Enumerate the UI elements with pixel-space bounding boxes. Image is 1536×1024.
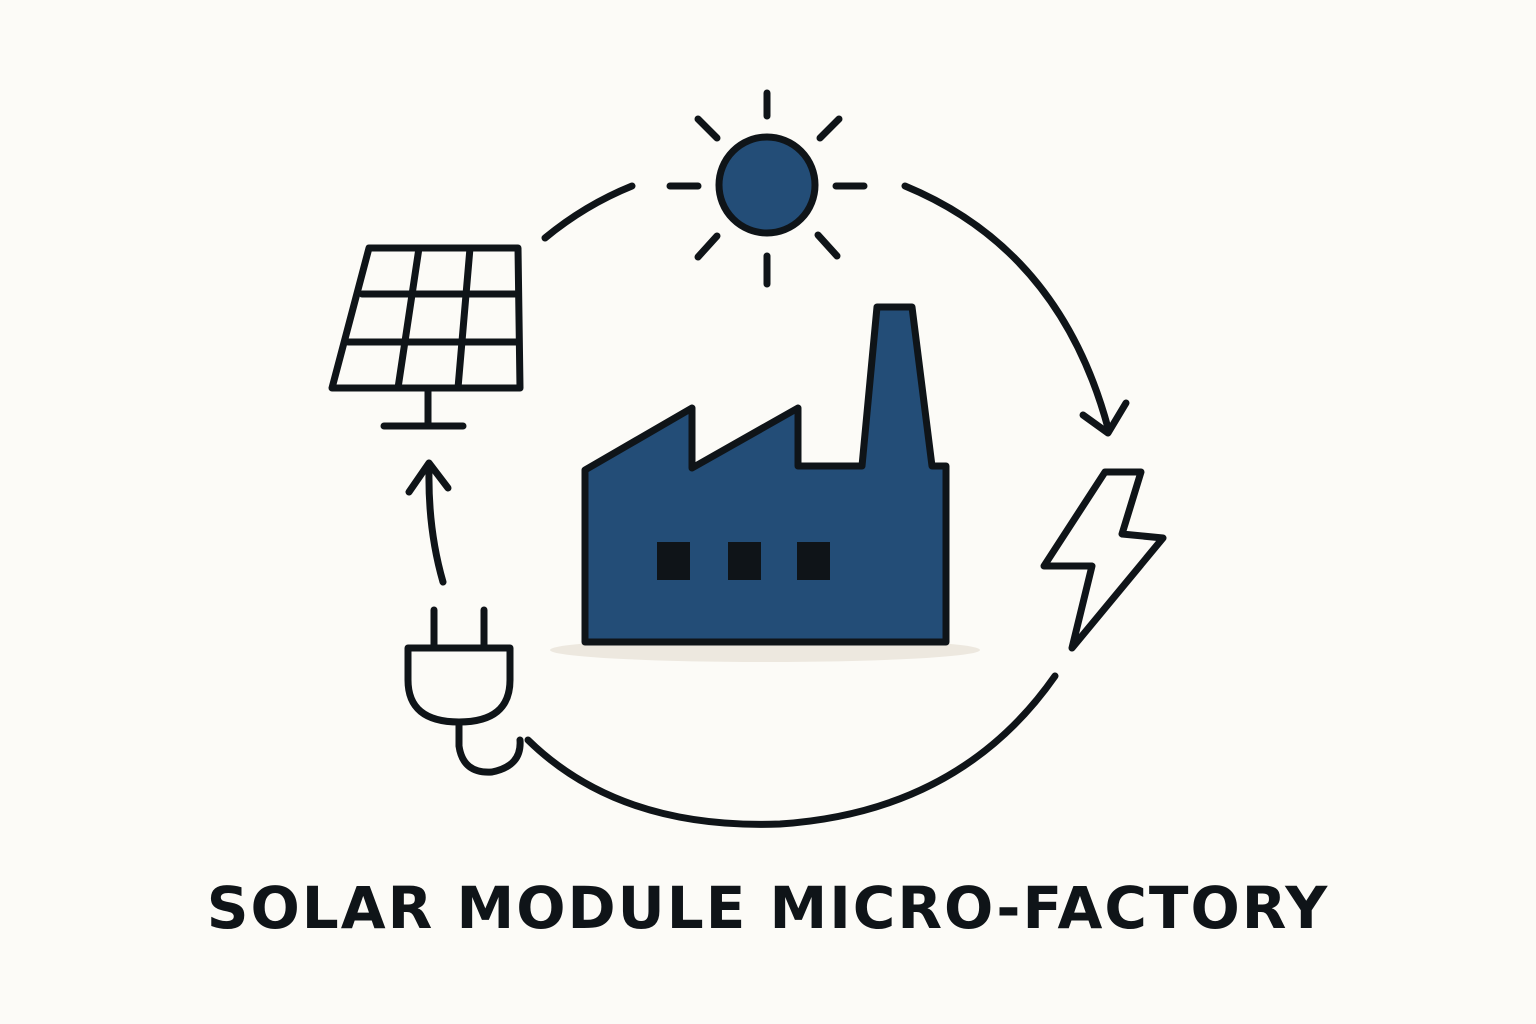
solar-panel-icon — [328, 244, 524, 430]
factory-window — [728, 542, 761, 580]
factory-window — [797, 542, 830, 580]
factory-icon — [550, 303, 980, 662]
arc-sun-to-lightning — [901, 182, 1112, 432]
sun-icon — [666, 89, 868, 288]
arc-lightning-to-plug — [524, 672, 1059, 828]
arrowhead-to-panel — [405, 459, 452, 496]
factory-window — [657, 542, 690, 580]
arrowhead-to-lightning — [1079, 399, 1130, 437]
lightning-bolt-icon — [1040, 468, 1167, 652]
arrow-plug-to-panel — [425, 466, 447, 586]
diagram-title: SOLAR MODULE MICRO-FACTORY — [206, 874, 1330, 942]
power-plug-icon — [404, 606, 524, 776]
arc-panel-to-sun — [541, 182, 636, 242]
